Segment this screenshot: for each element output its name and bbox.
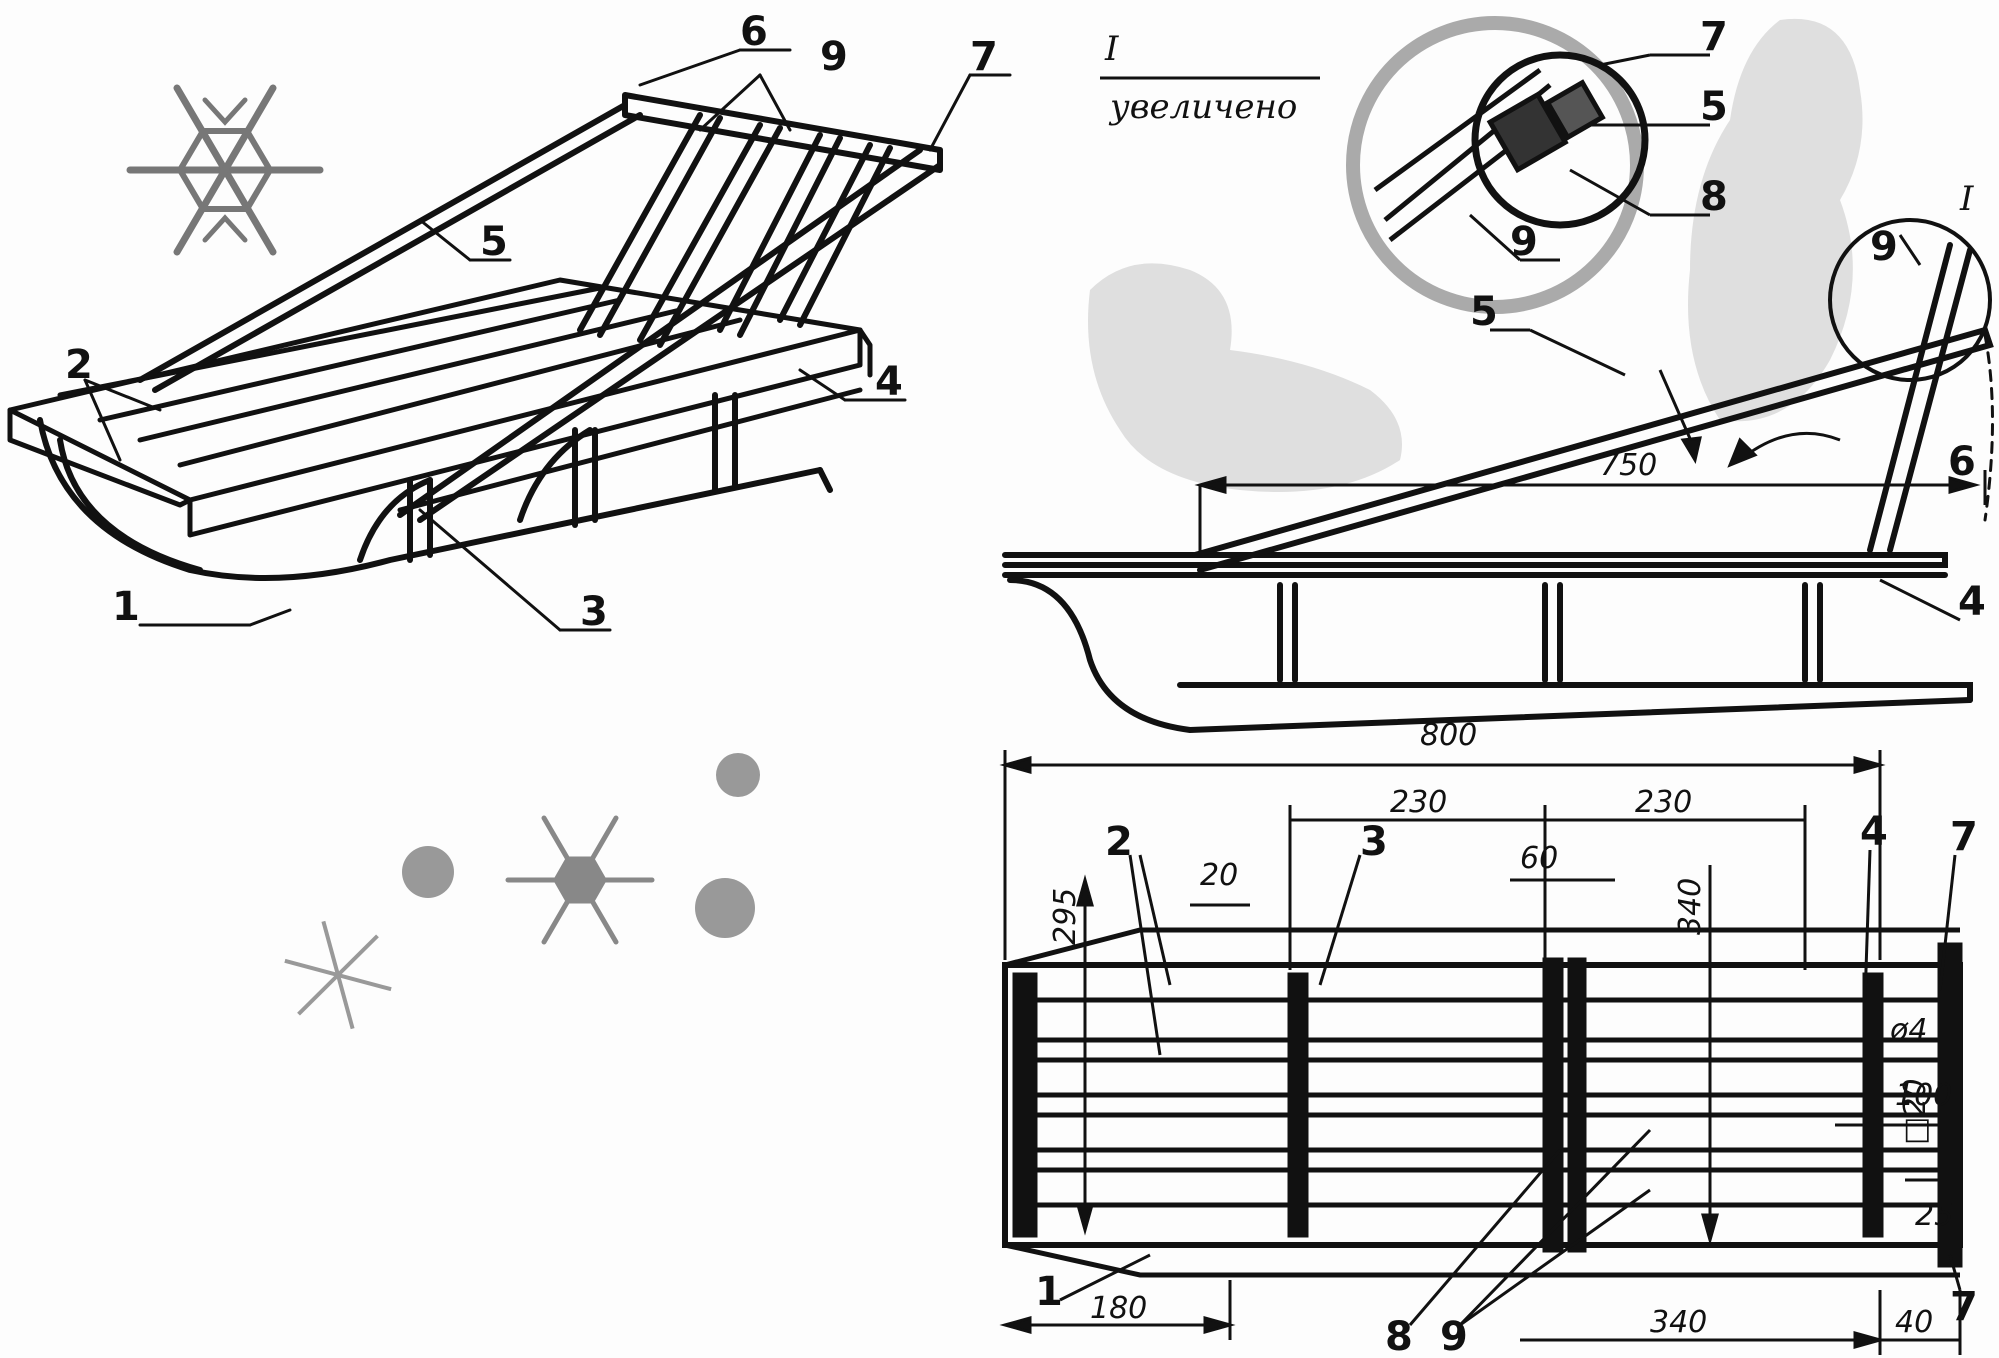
isometric-view	[7, 48, 1012, 632]
plan-dimensions	[999, 750, 1962, 1355]
plan-view	[1002, 927, 1963, 1278]
detail-callout: I увеличено 7 5 8 9	[1100, 14, 1728, 314]
plan-label-1: 1	[1035, 1269, 1063, 1315]
snowflake-icon	[505, 815, 655, 945]
dim-230-rear: 230	[1635, 785, 1692, 820]
detail-label-9: 9	[1510, 219, 1538, 265]
dim-25: 25	[1915, 1198, 1953, 1233]
side-label-5: 5	[1470, 289, 1498, 335]
dim-180: 180	[1090, 1291, 1147, 1326]
dim-20: 20	[1200, 858, 1238, 893]
label-9: 9	[820, 34, 848, 80]
snowflake-icon	[402, 753, 760, 938]
side-dimension	[1194, 234, 1987, 622]
callout-roman: I	[1104, 29, 1119, 69]
side-label-4: 4	[1958, 579, 1986, 625]
snowflake-icon	[126, 84, 324, 256]
plan-label-8: 8	[1385, 1314, 1413, 1358]
support-posts	[357, 392, 738, 563]
detail-label-7: 7	[1700, 14, 1728, 60]
plan-label-3: 3	[1360, 819, 1388, 865]
dim-800: 800	[1420, 718, 1477, 753]
deck-slats	[7, 277, 873, 538]
plan-label-9: 9	[1440, 1314, 1468, 1358]
dim-60: 60	[1520, 841, 1558, 876]
dim-100: 100	[1895, 1078, 1952, 1113]
dim-40: 40	[1895, 1305, 1933, 1340]
plan-label-7-top: 7	[1950, 814, 1978, 860]
label-6: 6	[740, 9, 768, 55]
side-view	[1002, 218, 1994, 734]
side-label-6: 6	[1948, 439, 1976, 485]
label-7: 7	[970, 34, 998, 80]
label-1: 1	[112, 584, 140, 630]
iso-labels: 1 2 3 4 5 6 7 9	[65, 9, 998, 635]
dim-340-horiz: 340	[1650, 1305, 1707, 1340]
dim-sq20: □20	[1898, 1078, 1933, 1145]
callout-marker: I	[1959, 179, 1974, 219]
label-4: 4	[875, 359, 903, 405]
label-3: 3	[580, 589, 608, 635]
label-5: 5	[480, 219, 508, 265]
plan-leaders	[1059, 849, 1962, 1327]
snowflake-icon	[284, 920, 392, 1030]
plan-label-2: 2	[1105, 819, 1133, 865]
callout-caption: увеличено	[1108, 87, 1297, 127]
dim-340-vert: 340	[1673, 878, 1708, 935]
side-label-9: 9	[1870, 224, 1898, 270]
plan-label-7-bottom: 7	[1950, 1284, 1978, 1330]
plan-slats	[1015, 997, 1950, 1208]
ghost-figures	[1088, 18, 1863, 492]
plan-label-4: 4	[1860, 809, 1888, 855]
dim-295: 295	[1048, 888, 1083, 945]
label-2: 2	[65, 342, 93, 388]
backrest	[137, 92, 943, 523]
dim-230-front: 230	[1390, 785, 1447, 820]
side-dim-750: 750	[1600, 448, 1657, 483]
dim-hole: ø4	[1889, 1013, 1927, 1048]
side-runner	[1007, 577, 1973, 734]
leader-lines	[83, 48, 1012, 632]
detail-label-5: 5	[1700, 84, 1728, 130]
detail-label-8: 8	[1700, 174, 1728, 220]
